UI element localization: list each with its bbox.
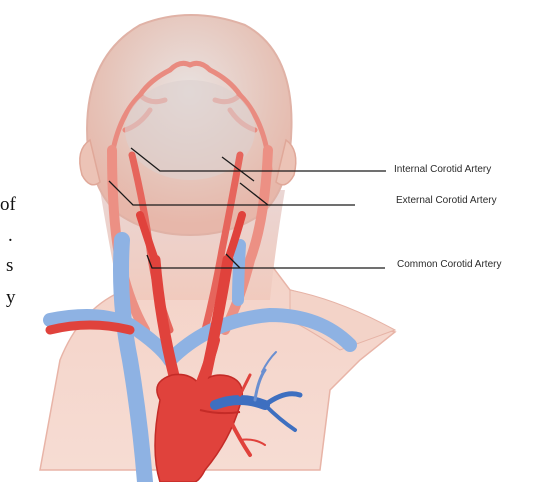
bleed-text-1: of <box>0 195 16 215</box>
label-external-carotid: External Corotid Artery <box>396 195 497 207</box>
bleed-text-4: y <box>6 288 16 308</box>
bleed-text-2: . <box>8 226 13 246</box>
label-common-carotid: Common Corotid Artery <box>397 259 501 271</box>
bleed-text-3: s <box>6 256 13 276</box>
label-internal-carotid: Internal Corotid Artery <box>394 164 491 176</box>
